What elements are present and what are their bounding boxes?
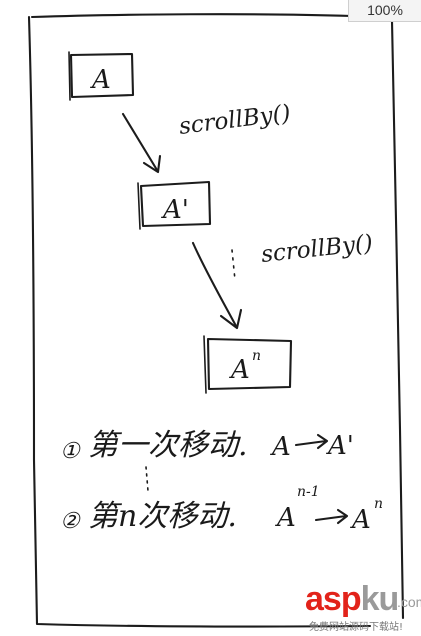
step-2-marker: ② <box>60 509 81 534</box>
step-2-from-sup: n-1 <box>297 484 320 500</box>
step-2-from: A <box>275 503 296 533</box>
watermark-tagline: 免费网站源码下载站! <box>309 622 404 633</box>
arrow-1 <box>121 112 162 174</box>
watermark-brand-red: asp <box>305 580 362 618</box>
watermark-logo: aspku .com 免费网站源码下载站! <box>305 580 421 633</box>
step-1-marker: ① <box>60 439 81 464</box>
zoom-level-indicator: 100% <box>348 0 421 22</box>
node-a-n-sup: n <box>252 348 261 364</box>
step-1: ① 第一次移动. A A' <box>60 428 354 464</box>
step-2-to: A <box>350 505 371 535</box>
node-a-label: A <box>90 65 111 95</box>
step-1-text: 第一次移动. <box>88 428 248 463</box>
node-a-prime: A' <box>137 180 212 230</box>
edge-label-scrollby-2: scrollBy() <box>260 230 374 268</box>
watermark-domain: .com <box>397 594 421 610</box>
step-1-to: A' <box>326 431 354 461</box>
step-2-text: 第n次移动. <box>88 499 237 534</box>
node-a-prime-label: A' <box>161 195 189 225</box>
step-2-to-sup: n <box>374 496 383 512</box>
node-a-n-label: A <box>229 355 250 385</box>
ellipsis-dots <box>145 466 149 492</box>
step-2: ② 第n次移动. A n-1 A n <box>60 484 383 535</box>
step-1-from: A <box>270 432 291 462</box>
node-a-n: A n <box>203 335 293 394</box>
watermark-brand-gray: ku <box>360 580 400 618</box>
page-border <box>27 13 405 628</box>
arrow-2 <box>191 241 243 330</box>
node-a: A <box>68 51 135 101</box>
edge-label-scrollby-1: scrollBy() <box>178 100 292 139</box>
